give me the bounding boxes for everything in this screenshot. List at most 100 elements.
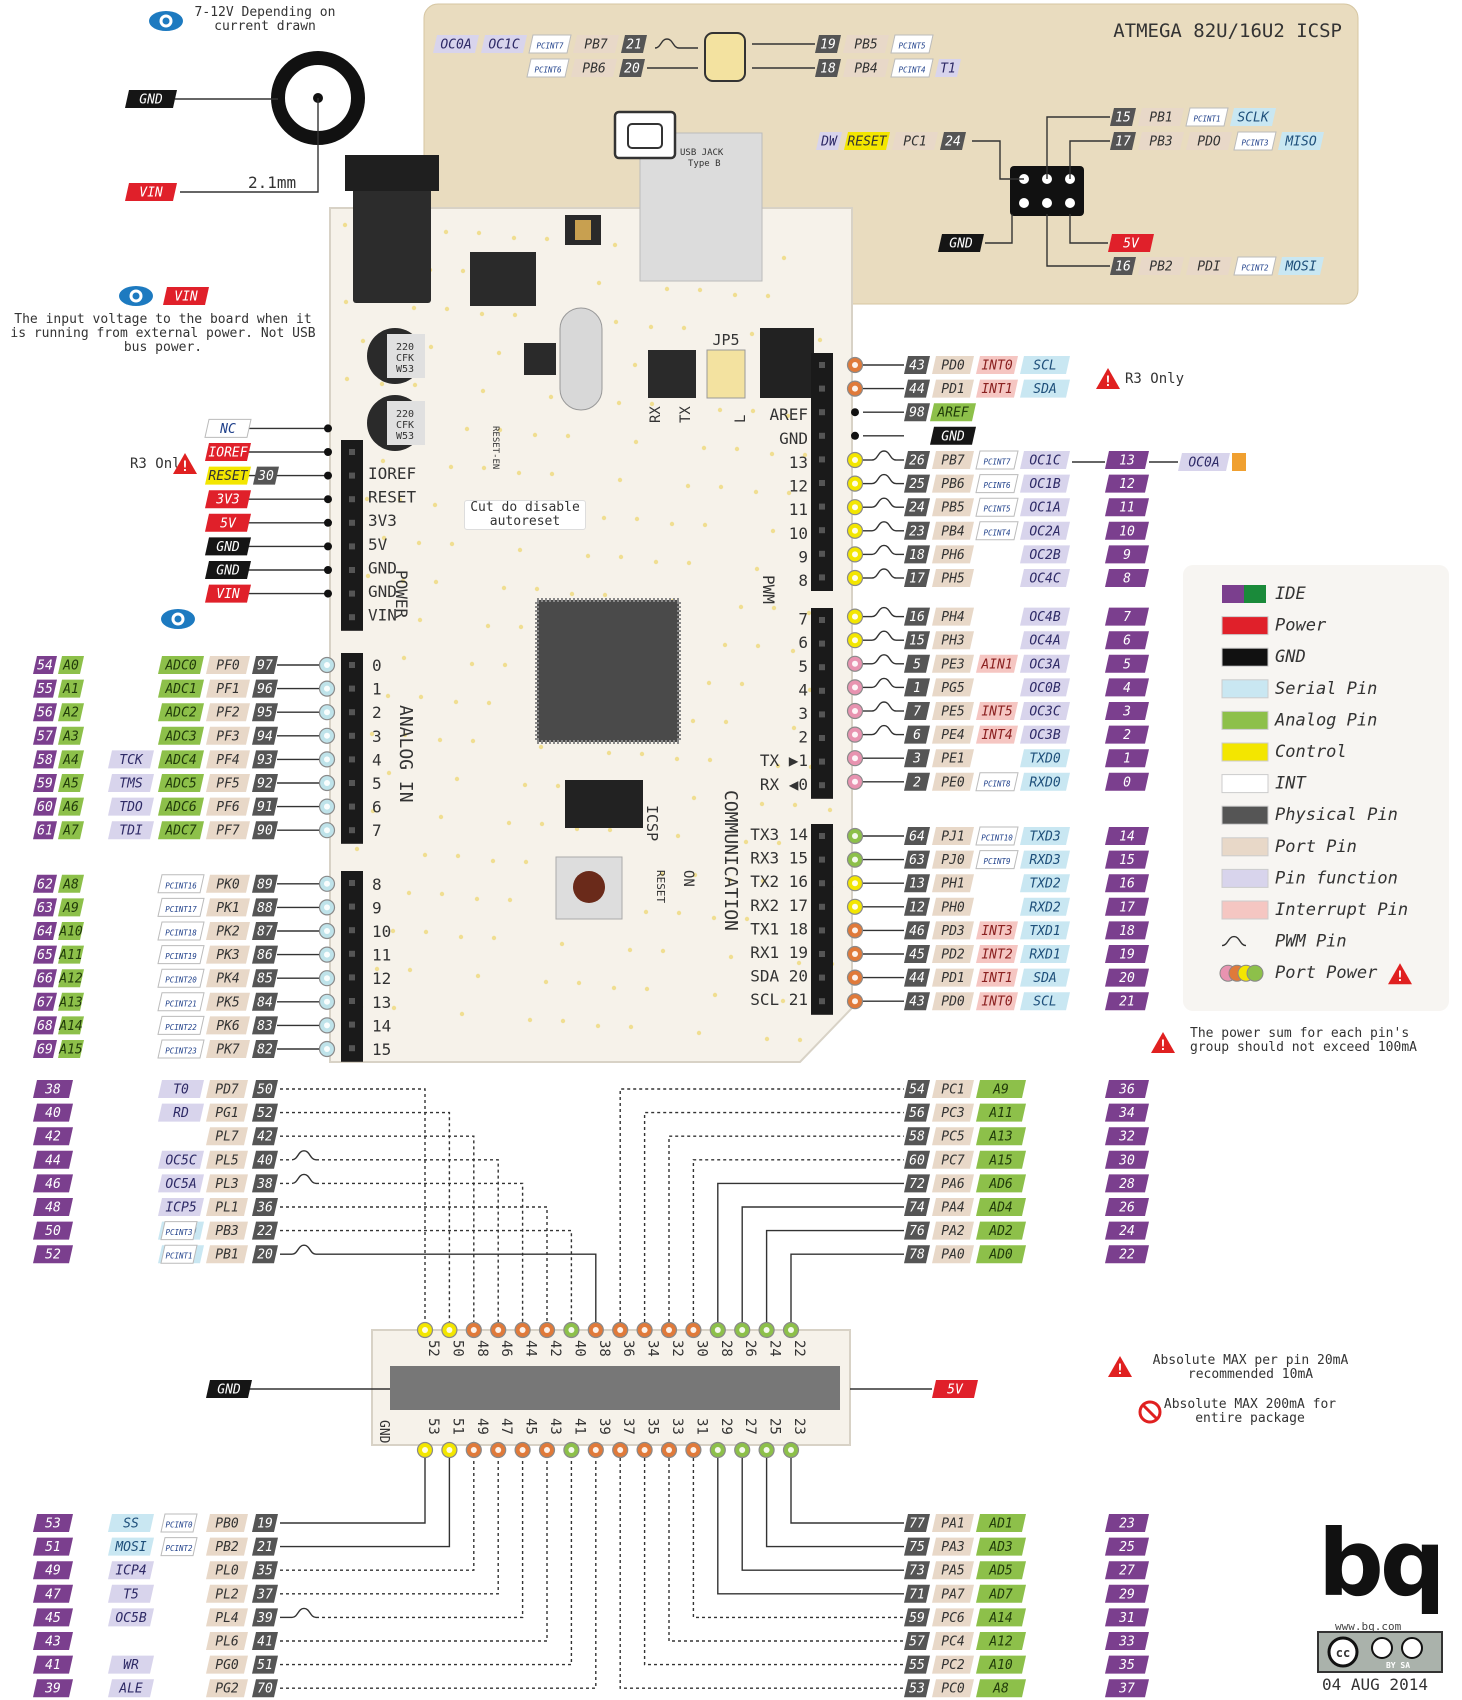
via (732, 292, 738, 298)
power-pin-vin: VIN (216, 587, 240, 602)
right-pin-port: PD3 (941, 924, 964, 939)
analog-header-label: 2 (372, 703, 382, 722)
power-header-pin (349, 567, 355, 573)
analog-pin-phys: 90 (257, 824, 273, 839)
right-pin-ide-tag (1105, 451, 1149, 469)
analog-pin-phys: 89 (257, 877, 273, 892)
pwm-header-label: 5 (798, 657, 808, 676)
bl-bot-func: WR (123, 1658, 139, 1673)
usb-label-1: USB JACK (680, 148, 724, 158)
bl-top-phys: 52 (257, 1106, 273, 1121)
analog-pin-port-tag (206, 656, 250, 674)
icsp-top-right-2: PB4 (854, 62, 877, 77)
jack-vin-line (180, 98, 319, 193)
via (796, 960, 802, 966)
br-top-phys: 74 (909, 1201, 925, 1216)
via (664, 286, 670, 292)
double-header-top-dot-core (739, 1327, 746, 1333)
right-pin-phys-tag (904, 749, 930, 768)
right-pin-func: RXD0 (1029, 775, 1060, 790)
right-pin-int: PCINT8 (983, 779, 1011, 788)
bl-bot-int: PCINT0 (165, 1521, 193, 1530)
right-pin-int: PCINT4 (983, 528, 1010, 537)
br-bot-port-tag (932, 1655, 974, 1674)
right-pin-ide-tag (1105, 827, 1149, 845)
bl-bot-phys-tag (252, 1537, 278, 1556)
icsp-r2: PB3 (1149, 135, 1172, 150)
bl-bot-phys-tag (252, 1679, 278, 1698)
bl-bot-path (316, 1458, 524, 1619)
power-header-pin (349, 449, 355, 455)
right-pin-phys-tag (904, 356, 930, 374)
br-top-path (619, 1088, 904, 1322)
right-pin-phys: 17 (909, 572, 925, 587)
double-header-top-num: 24 (767, 1340, 783, 1357)
icsp-top-right-1-tag (815, 35, 841, 53)
right-pin-int-tag (975, 474, 1019, 494)
abs-package-note: Absolute MAX 200mA for entire package (1163, 1397, 1337, 1426)
bl-bot-phys: 21 (257, 1540, 273, 1555)
legend-label: INT (1275, 774, 1307, 794)
analog-pin-func: PCINT23 (165, 1047, 197, 1056)
analog-pin-label: A9 (62, 901, 79, 916)
analog-pin-label: A1 (62, 682, 79, 697)
digital-header-low (811, 608, 833, 799)
br-bot-port-tag (932, 1561, 974, 1580)
analog-header-label: 4 (372, 750, 382, 769)
bl-top-path (316, 1159, 499, 1322)
cc-icon-text: cc (1336, 1646, 1350, 1660)
via (607, 827, 613, 833)
right-pin-port: PE5 (941, 705, 965, 720)
right-pin-port-tag (932, 897, 974, 916)
cut-autoreset-note: Cut do disable autoreset (464, 500, 586, 530)
right-pin-int: INT1 (981, 971, 1012, 986)
right-pin-phys: 12 (909, 900, 925, 915)
bl-top-int: PCINT3 (165, 1228, 193, 1237)
bl-bot-func: T5 (123, 1587, 139, 1602)
via (686, 560, 692, 566)
br-top-ide: 22 (1119, 1248, 1135, 1263)
analog-pin-label: A4 (62, 753, 79, 768)
br-bot-port-tag (932, 1584, 974, 1603)
communication-header-pin (819, 833, 825, 839)
double-header-bottom-dot-core (568, 1447, 575, 1453)
double-header-bottom-dot-core (495, 1447, 502, 1453)
digital-header-high (811, 353, 833, 591)
right-pin-ide-tag (1105, 545, 1149, 564)
right-pin-ide: 20 (1119, 971, 1135, 986)
oc0a-tag: OC0A (1188, 456, 1219, 471)
oc0a-tag-tag (1178, 453, 1230, 471)
power-pin-dot (324, 448, 332, 456)
analog-pin-dot-core (324, 662, 330, 668)
bl-top-phys: 40 (257, 1153, 273, 1168)
icsp-top-right-2: 18 (820, 62, 836, 77)
analog-pin-func-tag (108, 797, 154, 816)
analog-pin-func-tag (157, 1039, 205, 1059)
br-bot-phys: 57 (909, 1635, 925, 1650)
right-pin-phys: 45 (909, 948, 925, 963)
br-bot-func-tag (976, 1655, 1026, 1674)
bl-top-port: PB1 (215, 1248, 238, 1263)
br-bot-phys-tag (904, 1561, 930, 1580)
right-pin-func-tag (1020, 521, 1070, 540)
right-pin-func-tag (1020, 474, 1070, 493)
analog-pin-ide: 59 (37, 777, 53, 792)
pwm-wave-icon (291, 1244, 317, 1255)
analog-header-high (341, 871, 363, 1062)
double-header-bottom-dot-core (763, 1447, 770, 1453)
right-pin-dot-core (852, 385, 858, 392)
right-pin-port-tag (932, 725, 974, 744)
bl-bot-phys-tag (252, 1584, 278, 1603)
bl-top-ide-tag (33, 1245, 73, 1264)
analog-header-label: 9 (372, 898, 382, 917)
via (585, 553, 591, 559)
analog-pin-ide: 63 (37, 901, 53, 916)
bl-top-phys-tag (252, 1080, 278, 1098)
via (549, 471, 555, 477)
via (453, 699, 459, 705)
analog-pin-phys: 85 (257, 972, 273, 987)
bl-top-port: PL3 (215, 1177, 238, 1192)
digital-header-low-pin (819, 687, 825, 694)
cap-2-face (387, 401, 425, 445)
right-pin-phys-tag (904, 545, 930, 564)
